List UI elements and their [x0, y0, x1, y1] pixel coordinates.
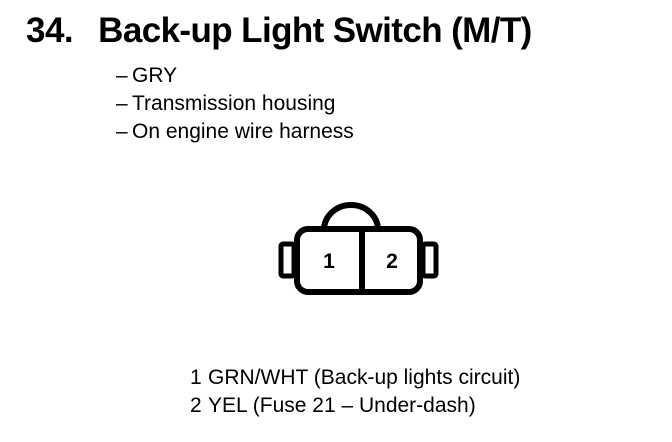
page-header: 34. Back-up Light Switch (M/T) — [0, 10, 672, 58]
dash-bullet-icon: – — [116, 120, 128, 143]
connector-body — [294, 226, 423, 295]
connector-illustration: 1 2 — [278, 202, 439, 295]
legend-row: 1 GRN/WHT (Back-up lights circuit) — [190, 364, 630, 392]
right-retention-tab-icon — [420, 241, 439, 279]
spec-item-location: – Transmission housing — [116, 90, 566, 118]
spec-item-harness: – On engine wire harness — [116, 118, 566, 146]
item-number: 34. — [26, 11, 74, 50]
left-retention-tab-icon — [278, 241, 297, 279]
legend-pin-number: 1 — [190, 366, 202, 389]
cavity-number-1: 1 — [323, 250, 335, 273]
page-title: Back-up Light Switch (M/T) — [98, 11, 532, 50]
legend-pin-description: YEL (Fuse 21 – Under-dash) — [208, 394, 476, 417]
connector-diagram: 1 2 — [276, 198, 441, 302]
dash-bullet-icon: – — [116, 64, 128, 87]
cavity-number-2: 2 — [386, 250, 398, 273]
lock-arch-icon — [321, 202, 381, 231]
spec-item-color: – GRY — [116, 62, 566, 90]
title-row: 34. Back-up Light Switch (M/T) — [26, 10, 532, 52]
spec-item-label: On engine wire harness — [132, 120, 354, 143]
legend-pin-description: GRN/WHT (Back-up lights circuit) — [208, 366, 521, 389]
spec-item-label: GRY — [132, 64, 178, 87]
legend-row: 2 YEL (Fuse 21 – Under-dash) — [190, 392, 630, 420]
spec-item-label: Transmission housing — [132, 92, 336, 115]
legend-pin-number: 2 — [190, 394, 202, 417]
dash-bullet-icon: – — [116, 92, 128, 115]
spec-list: – GRY – Transmission housing – On engine… — [116, 62, 566, 146]
pin-legend: 1 GRN/WHT (Back-up lights circuit) 2 YEL… — [190, 364, 630, 420]
